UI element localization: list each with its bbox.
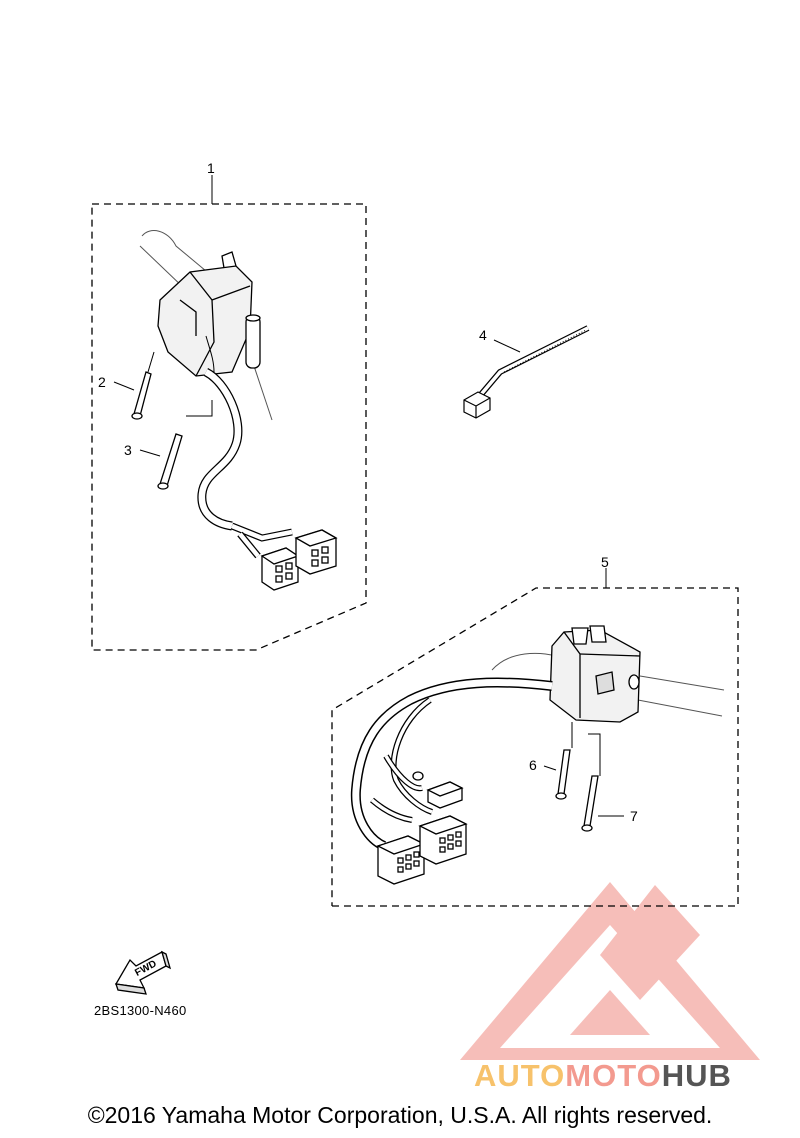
cable-tie-4 bbox=[463, 325, 590, 419]
callout-3: 3 bbox=[124, 442, 132, 458]
right-switch-housing bbox=[549, 629, 641, 723]
right-connector-a bbox=[376, 835, 426, 885]
screw-3 bbox=[157, 433, 183, 490]
fwd-arrow-icon bbox=[114, 950, 172, 995]
watermark-text-moto: MOTO bbox=[565, 1058, 662, 1093]
callout-2: 2 bbox=[98, 374, 106, 390]
callout-5: 5 bbox=[601, 554, 609, 570]
callout-6: 6 bbox=[529, 757, 537, 773]
assembly-1-boundary bbox=[91, 203, 367, 651]
callout-1: 1 bbox=[207, 160, 215, 176]
right-connector-small bbox=[426, 781, 464, 809]
watermark-text-auto: AUTO bbox=[474, 1058, 566, 1093]
copyright-notice: ©2016 Yamaha Motor Corporation, U.S.A. A… bbox=[87, 1102, 713, 1128]
right-connector-b bbox=[418, 815, 468, 865]
watermark-text-hub: HUB bbox=[661, 1058, 732, 1093]
diagram-code: 2BS1300-N460 bbox=[94, 1003, 187, 1018]
callout-4: 4 bbox=[479, 327, 487, 343]
assembly-5-group bbox=[331, 568, 739, 907]
callout-7: 7 bbox=[630, 808, 638, 824]
screw-2 bbox=[131, 371, 152, 420]
assembly-1-group bbox=[91, 175, 367, 651]
left-connector-b bbox=[294, 529, 338, 575]
assembly-5-boundary bbox=[331, 587, 739, 907]
screw-6 bbox=[555, 749, 571, 800]
watermark-text: AUTOMOTOHUB bbox=[474, 1058, 732, 1094]
handlebar-left bbox=[141, 230, 213, 277]
left-connector-a bbox=[260, 547, 300, 591]
handlebar-right bbox=[491, 652, 557, 671]
watermark-logo bbox=[460, 882, 760, 1060]
screw-7 bbox=[581, 775, 599, 832]
